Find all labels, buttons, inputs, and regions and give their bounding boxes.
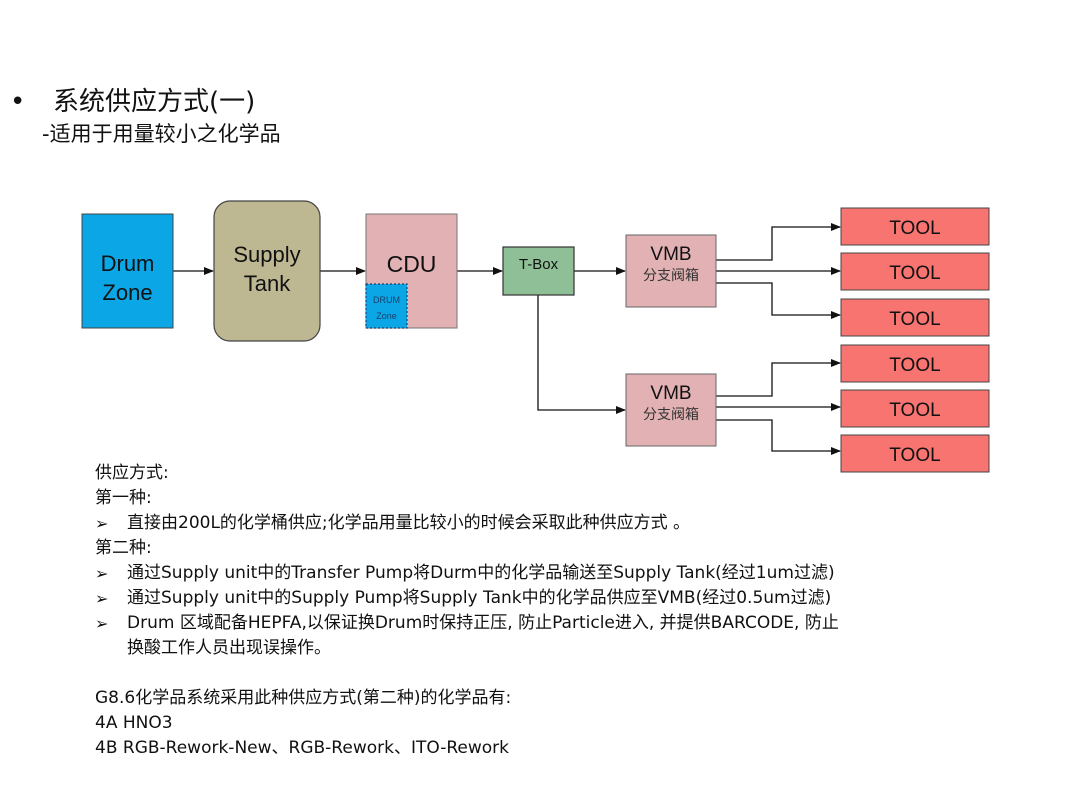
cdu-drum-zone-inner [365, 283, 408, 329]
method1-item-text: 直接由200L的化学桶供应;化学品用量比较小的时候会采取此种供应方式 。 [127, 513, 691, 533]
cdu-label: CDU [387, 251, 437, 277]
method2-item: ➢ Drum 区域配备HEPFA,以保证换Drum时保持正压, 防止Partic… [95, 611, 839, 636]
tool-label: TOOL [889, 309, 940, 330]
notes-heading: 供应方式: [95, 463, 169, 483]
tool-label: TOOL [889, 263, 940, 284]
tool-label: TOOL [889, 445, 940, 466]
tool-node: TOOL [840, 207, 990, 246]
arrow-bullet-icon: ➢ [95, 614, 109, 633]
cdu-inner-label-2: Zone [376, 311, 397, 321]
g86-chemical-4b: 4B RGB-Rework-New、RGB-Rework、ITO-Rework [95, 738, 509, 758]
method1-title: 第一种: [95, 488, 152, 508]
method2-item: ➢ 通过Supply unit中的Supply Pump将Supply Tank… [95, 586, 839, 611]
tool-label: TOOL [889, 218, 940, 239]
cdu-node: CDU DRUM Zone [365, 213, 458, 329]
g86-intro: G8.6化学品系统采用此种供应方式(第二种)的化学品有: [95, 688, 512, 708]
method2-item-continuation: 换酸工作人员出现误操作。 [127, 638, 331, 658]
vmb-node-1: VMB 分支阀箱 [625, 234, 717, 308]
tool-node: TOOL [840, 252, 990, 291]
tool-label: TOOL [889, 400, 940, 421]
tool-nodes: TOOL TOOL TOOL TOOL TOOL TOOL [840, 207, 990, 473]
arrow-tbox-to-vmb2 [537, 295, 626, 414]
tool-label: TOOL [889, 355, 940, 376]
tool-node: TOOL [840, 344, 990, 383]
vmb-sublabel: 分支阀箱 [643, 268, 699, 284]
method2-item-text: Drum 区域配备HEPFA,以保证换Drum时保持正压, 防止Particle… [127, 613, 839, 633]
drum-zone-node: Drum Zone [81, 213, 174, 329]
drum-zone-label-2: Zone [102, 280, 152, 305]
method2-item-text: 通过Supply unit中的Supply Pump将Supply Tank中的… [127, 588, 832, 608]
vmb-label: VMB [650, 244, 691, 265]
supply-tank-label-2: Tank [244, 271, 291, 296]
tool-node: TOOL [840, 389, 990, 428]
method2-item-text: 通过Supply unit中的Transfer Pump将Durm中的化学品输送… [127, 563, 835, 583]
t-box-label: T-Box [519, 256, 559, 273]
arrow-vmb1-to-tool1 [716, 223, 841, 261]
supply-notes: 供应方式: 第一种: ➢ 直接由200L的化学桶供应;化学品用量比较小的时候会采… [95, 461, 839, 761]
tool-node: TOOL [840, 298, 990, 337]
title-text: 系统供应方式(一) [53, 87, 256, 117]
supply-tank-label-1: Supply [233, 242, 300, 267]
method2-title: 第二种: [95, 538, 152, 558]
arrow-vmb1-to-tool3 [716, 282, 841, 319]
tool-node: TOOL [840, 434, 990, 473]
slide-subtitle: -适用于用量较小之化学品 [42, 122, 281, 146]
g86-chemical-4a: 4A HNO3 [95, 713, 173, 733]
method2-item: ➢ 通过Supply unit中的Transfer Pump将Durm中的化学品… [95, 561, 839, 586]
vmb-node-2: VMB 分支阀箱 [625, 373, 717, 447]
arrow-bullet-icon: ➢ [95, 514, 109, 533]
connectors [173, 223, 841, 455]
vmb-sublabel: 分支阀箱 [643, 407, 699, 423]
vmb-label: VMB [650, 383, 691, 404]
arrow-vmb2-to-tool6 [716, 419, 841, 455]
arrow-bullet-icon: ➢ [95, 564, 109, 583]
t-box-node: T-Box [502, 246, 575, 296]
drum-zone-label-1: Drum [101, 251, 155, 276]
method1-item: ➢ 直接由200L的化学桶供应;化学品用量比较小的时候会采取此种供应方式 。 [95, 511, 839, 536]
bullet-icon: • [10, 87, 26, 117]
arrow-bullet-icon: ➢ [95, 589, 109, 608]
spacer [95, 661, 839, 686]
arrow-vmb2-to-tool4 [716, 359, 841, 397]
cdu-inner-label-1: DRUM [373, 295, 400, 305]
supply-tank-node: Supply Tank [213, 200, 321, 342]
